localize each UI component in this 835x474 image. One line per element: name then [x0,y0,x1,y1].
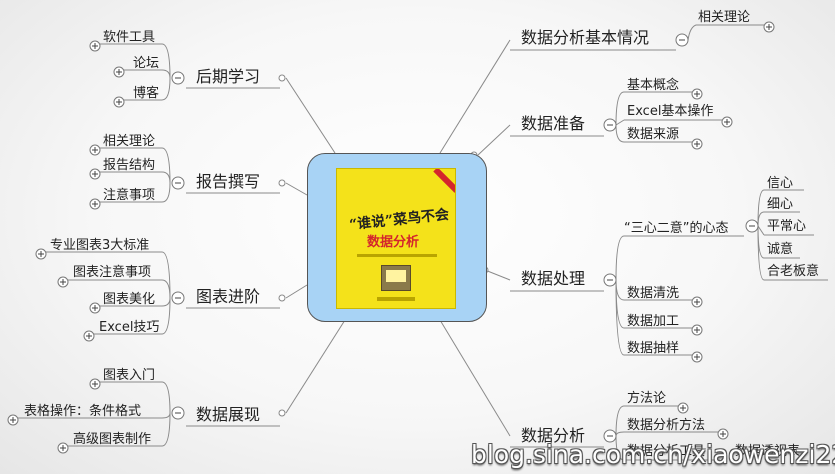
cover-footer [377,297,415,301]
item-chart-standards[interactable]: 专业图表3大标准 [50,238,150,253]
item-confidence[interactable]: 信心 [767,176,794,191]
cover-authors [357,254,437,257]
cover-ribbon [433,169,455,193]
item-notes[interactable]: 注意事项 [103,188,156,203]
topic-data-presentation[interactable]: 数据展现 [196,405,261,424]
topic-data-preparation[interactable]: 数据准备 [521,114,586,133]
item-software-tools[interactable]: 软件工具 [103,30,156,45]
laptop-icon [381,265,411,291]
item-data-sources[interactable]: 数据来源 [627,127,680,142]
item-chart-notes[interactable]: 图表注意事项 [73,265,152,280]
item-carefulness[interactable]: 细心 [767,197,794,212]
item-methodology[interactable]: 方法论 [627,391,667,406]
item-data-sampling[interactable]: 数据抽样 [627,341,680,356]
item-sincerity[interactable]: 诚意 [767,242,794,257]
item-forum[interactable]: 论坛 [133,56,160,71]
item-basic-concepts[interactable]: 基本概念 [627,78,680,93]
item-excel-basic-ops[interactable]: Excel基本操作 [627,104,714,119]
item-analysis-methods[interactable]: 数据分析方法 [627,418,706,433]
item-excel-tips[interactable]: Excel技巧 [99,320,160,335]
item-chart-intro[interactable]: 图表入门 [103,368,156,383]
cover-title-line2: 数据分析 [367,235,420,250]
item-conditional-format[interactable]: 表格操作：条件格式 [24,404,142,419]
topic-later-learning[interactable]: 后期学习 [196,67,261,86]
item-equanimity[interactable]: 平常心 [767,219,807,234]
item-related-theory-2[interactable]: 相关理论 [103,134,156,149]
topic-advanced-charts[interactable]: 图表进阶 [196,287,261,306]
item-data-cleaning[interactable]: 数据清洗 [627,286,680,301]
item-pivot-table[interactable]: 数据透视表 [735,444,801,459]
item-advanced-charts[interactable]: 高级图表制作 [73,432,152,447]
book-cover-image: “谁说”菜鸟不会 数据分析 [336,168,456,309]
topic-data-analysis[interactable]: 数据分析 [521,426,586,445]
item-please-boss[interactable]: 合老板意 [767,264,820,279]
item-report-structure[interactable]: 报告结构 [103,158,156,173]
cover-title: “谁说”菜鸟不会 [348,206,450,234]
item-mindset[interactable]: “三心二意”的心态 [624,221,729,236]
topic-report-writing[interactable]: 报告撰写 [196,172,261,191]
item-blog[interactable]: 博客 [133,86,160,101]
watermark: blog.sina.com.cn/xiaowenzi22 [471,440,835,469]
item-analysis-tools[interactable]: 数据分析工具 [627,444,706,459]
item-related-theory-1[interactable]: 相关理论 [698,10,751,25]
topic-data-processing[interactable]: 数据处理 [521,269,586,288]
topic-data-analysis-basics[interactable]: 数据分析基本情况 [521,28,650,47]
item-data-processing[interactable]: 数据加工 [627,314,680,329]
item-chart-beautify[interactable]: 图表美化 [103,292,156,307]
